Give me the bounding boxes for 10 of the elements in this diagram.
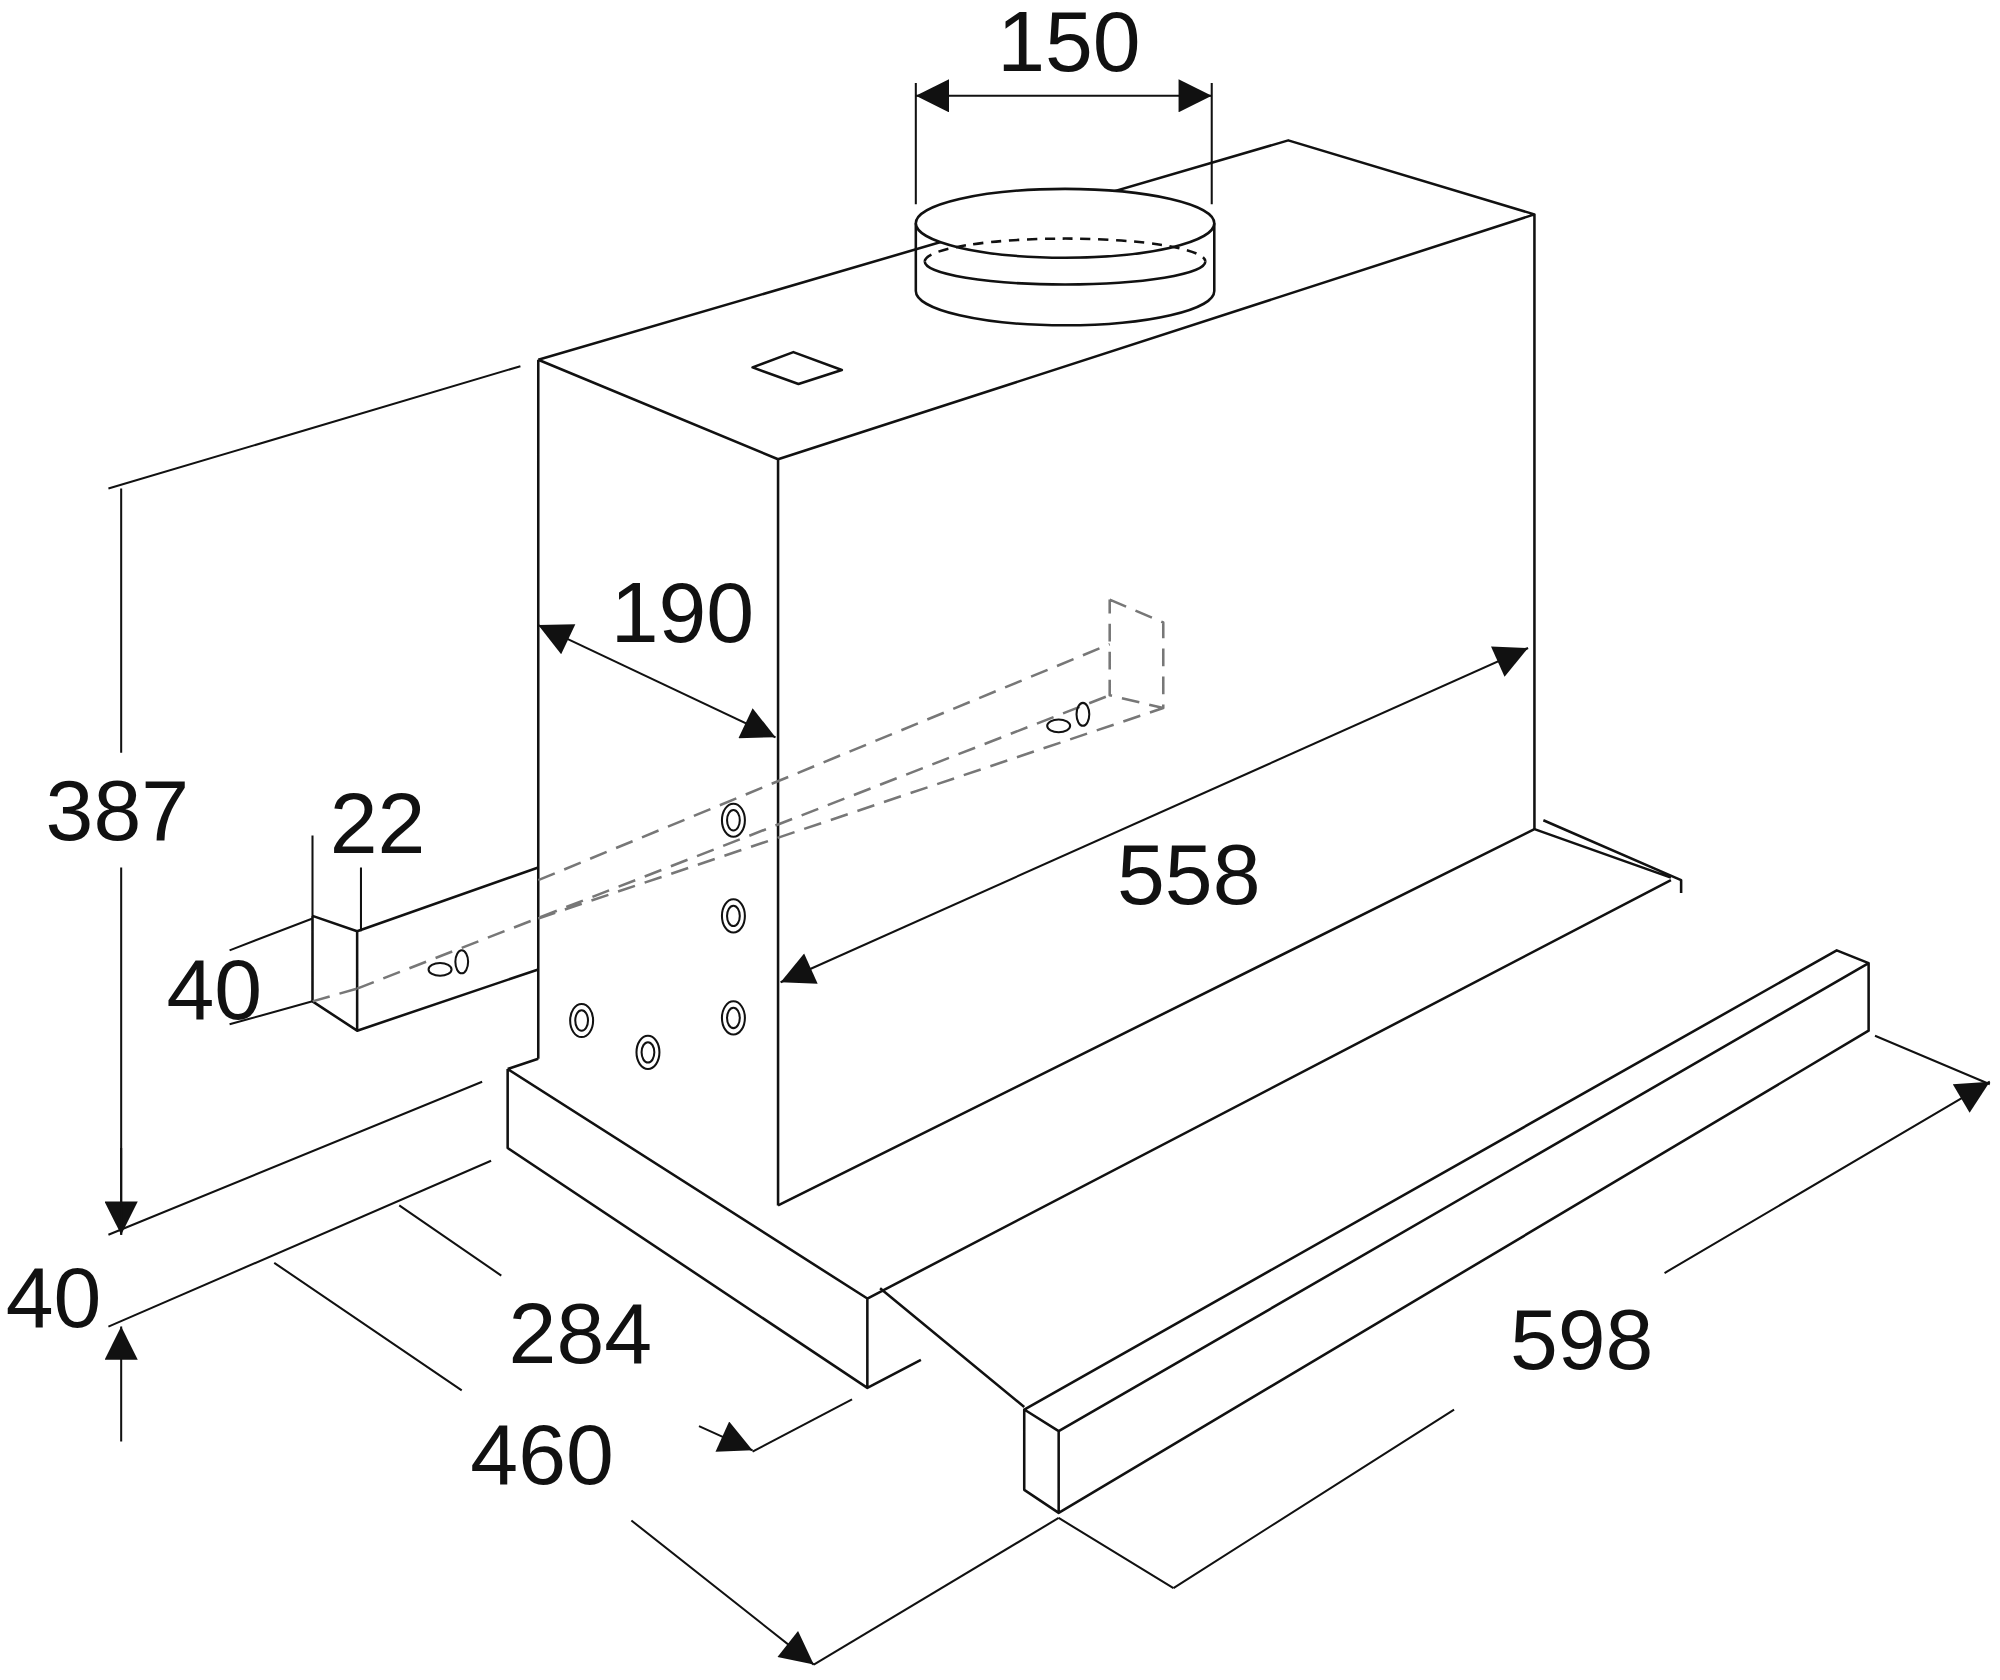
dimension-value: 598 <box>1509 1296 1654 1383</box>
dimension-value: 284 <box>508 1289 653 1376</box>
dimension-value: 150 <box>997 0 1141 84</box>
dimension-value: 387 <box>45 766 190 853</box>
dimension-value: 40 <box>166 945 263 1032</box>
dimension-value: 460 <box>470 1411 614 1498</box>
dimension-value: 40 <box>5 1254 102 1341</box>
dimension-value: 190 <box>610 569 755 656</box>
dimension-value: 22 <box>329 779 426 866</box>
dimension-value: 558 <box>1117 830 1261 917</box>
